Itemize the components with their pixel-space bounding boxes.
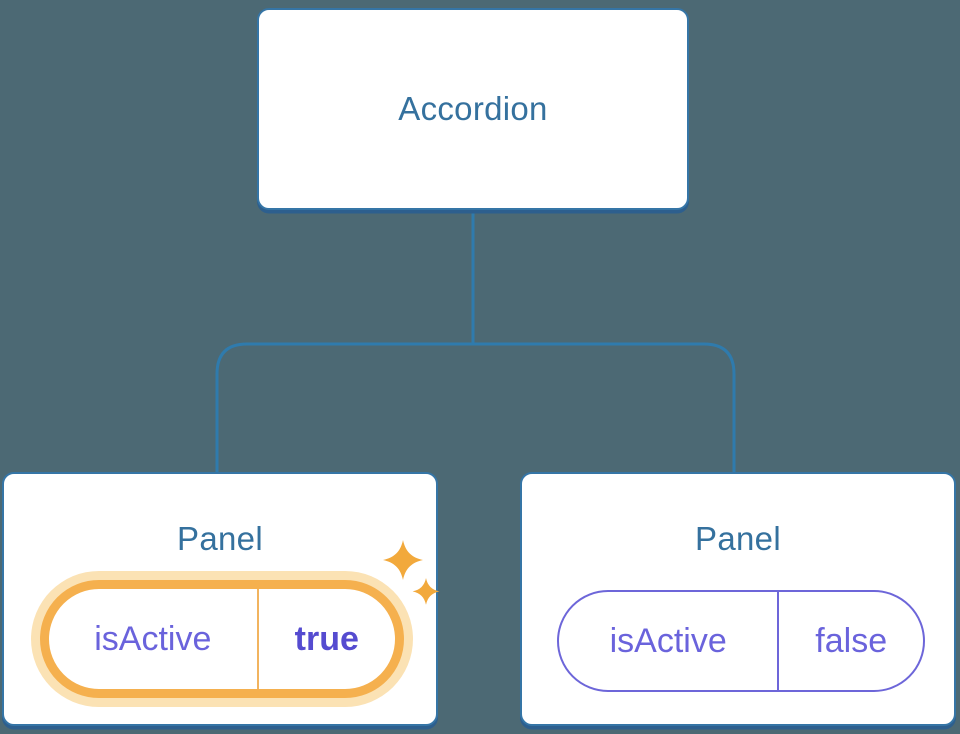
pill-divider	[256, 589, 259, 689]
connector-branch	[215, 342, 736, 472]
accordion-node: Accordion	[257, 8, 689, 210]
accordion-node-label: Accordion	[398, 90, 548, 127]
state-name-cell: isActive	[559, 592, 777, 690]
state-name-cell: isActive	[49, 589, 257, 689]
state-pill-active: isActive true	[40, 580, 404, 698]
sparkle-icon-large	[383, 540, 423, 580]
state-name-label: isActive	[94, 619, 212, 658]
state-name-label: isActive	[609, 621, 727, 660]
state-value-cell: true	[259, 589, 395, 689]
sparkle-icons	[383, 540, 440, 605]
state-value-label: true	[294, 619, 359, 658]
state-value-cell: false	[779, 592, 923, 690]
pill-divider	[777, 592, 780, 690]
state-value-label: false	[815, 621, 888, 660]
panel-title: Panel	[695, 520, 781, 557]
state-pill-inactive: isActive false	[557, 590, 925, 692]
sparkle-icon-small	[412, 578, 440, 605]
panel-node-active: Panel isActive true	[2, 472, 440, 726]
panel-node-inactive: Panel isActive false	[520, 472, 956, 726]
panel-title: Panel	[177, 520, 263, 557]
